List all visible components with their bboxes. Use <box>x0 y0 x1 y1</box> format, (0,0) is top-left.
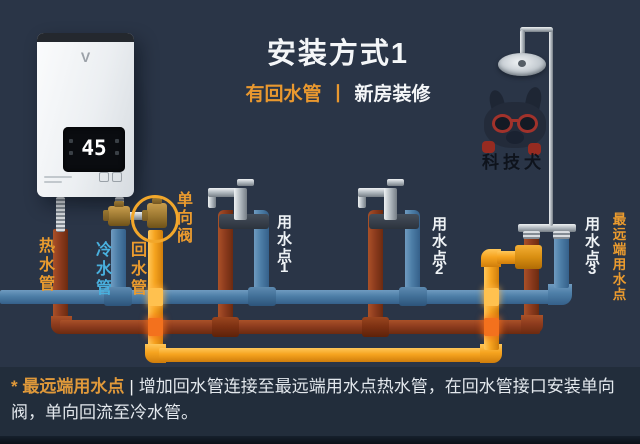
pipe-cross-glow <box>484 318 499 336</box>
bottom-edge-shadow <box>0 436 640 444</box>
heater-top-band <box>37 33 134 42</box>
mascot-glasses <box>517 114 538 133</box>
mascot-muzzle <box>506 131 524 144</box>
watermark-mascot: 科技犬 <box>480 85 560 178</box>
use-point-text: 用水点 <box>430 216 447 267</box>
subtitle-divider: 丨 <box>328 84 348 105</box>
use-point-number: 1 <box>280 259 289 276</box>
brand-logo: V <box>80 49 91 65</box>
heater-fineprint <box>44 176 72 178</box>
check-valve-highlight-ring <box>131 195 179 243</box>
footnote-highlight: * 最远端用水点 <box>11 377 125 396</box>
faucet-nozzle <box>208 190 216 208</box>
subtitle-right: 新房装修 <box>354 84 431 105</box>
pipe-segment <box>405 210 420 292</box>
water-heater: V 45 <box>37 33 134 197</box>
mixer-fitting <box>523 231 540 239</box>
pipe-tee <box>212 317 239 337</box>
certification-icon <box>99 172 109 182</box>
label-cold-pipe: 冷水管 <box>93 241 110 298</box>
cold-inlet-valve-icon <box>108 206 130 226</box>
faucet-body <box>384 188 397 220</box>
label-return-pipe: 回水管 <box>128 241 145 298</box>
mascot-glasses <box>492 114 513 133</box>
display-icon <box>115 139 119 143</box>
footnote-body: 增加回水管连接至最远端用水点热水管，在回水管接口安装单向阀，单向回流至冷水管。 <box>11 377 615 422</box>
mascot-glasses-bridge <box>510 119 518 122</box>
faucet-base <box>219 214 269 229</box>
pipe-segment <box>554 231 569 288</box>
subtitle-left: 有回水管 <box>245 84 322 105</box>
shower-mixer-bar <box>518 224 576 232</box>
pipe-tee <box>104 287 132 306</box>
faucet-body <box>234 188 247 220</box>
faucet-use-point-2 <box>354 176 412 220</box>
faucet-use-point-1 <box>204 176 262 220</box>
use-point-number: 2 <box>435 261 444 278</box>
faucet-nozzle <box>358 190 366 208</box>
pipe-segment <box>111 229 126 292</box>
pipe-segment <box>0 290 558 304</box>
valve-nut <box>103 210 109 221</box>
display-icon <box>115 151 119 155</box>
pipe-cross-glow <box>148 318 163 336</box>
certification-icon <box>112 172 122 182</box>
use-point-text: 用水点 <box>583 216 600 267</box>
pipe-segment <box>53 229 68 322</box>
watermark-text: 科技犬 <box>482 153 545 172</box>
faucet-handle <box>237 179 254 186</box>
footnote-background <box>0 367 640 444</box>
use-point-text: 用水点 <box>275 214 292 265</box>
pipe-tee <box>515 245 542 269</box>
heater-fineprint <box>44 181 62 183</box>
display-icon <box>69 151 73 155</box>
header: 安装方式1 有回水管丨新房装修 <box>228 30 448 106</box>
faucet-base <box>369 214 419 229</box>
pipe-cross-glow <box>484 288 499 306</box>
mascot-glove <box>528 143 541 155</box>
page-title: 安装方式1 <box>266 38 410 70</box>
temperature-readout: 45 <box>81 136 107 160</box>
pipe-segment <box>254 210 269 292</box>
heater-hot-outlet <box>56 197 65 232</box>
shower-head-center <box>518 60 526 67</box>
mascot-glove <box>482 141 495 153</box>
shower-arm-stem <box>520 30 525 57</box>
pipe-tee <box>362 317 389 337</box>
pipe-elbow <box>548 284 572 305</box>
faucet-spout <box>208 188 243 197</box>
pipe-segment <box>60 320 540 334</box>
heater-display: 45 <box>63 127 125 172</box>
mixer-fitting <box>553 231 570 239</box>
shower-arm <box>520 27 553 32</box>
pipe-tee <box>399 287 427 306</box>
label-hot-pipe: 热水管 <box>36 237 53 294</box>
footnote: * 最远端用水点|增加回水管连接至最远端用水点热水管，在回水管接口安装单向阀，单… <box>11 374 634 426</box>
label-check-valve: 单向阀 <box>174 191 191 245</box>
page-subtitle: 有回水管丨新房装修 <box>228 79 448 106</box>
shower-pole <box>549 28 553 226</box>
pipe-tee <box>248 287 276 306</box>
valve-cap <box>114 201 124 207</box>
pipe-elbow <box>481 249 501 267</box>
pipe-segment <box>159 348 489 362</box>
pipe-cross-glow <box>148 288 163 306</box>
faucet-handle <box>387 179 404 186</box>
use-point-number: 3 <box>588 261 597 278</box>
footnote-divider: | <box>129 377 134 396</box>
faucet-spout <box>358 188 393 197</box>
display-icon <box>69 139 73 143</box>
pipe-elbow <box>521 315 543 334</box>
label-farthest-use-point: 最远端用水点 <box>610 212 626 302</box>
